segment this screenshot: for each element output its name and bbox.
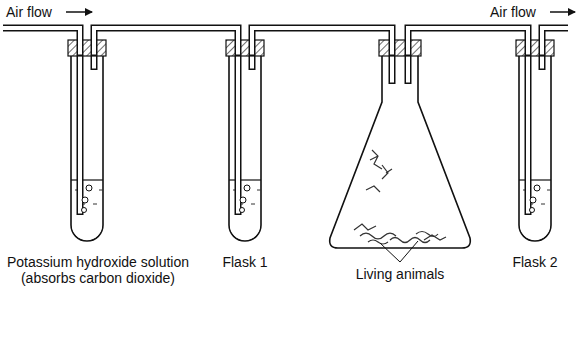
animal-flask: Living animals: [320, 40, 480, 300]
flask-tube: Flask 2: [495, 40, 575, 280]
flow-arrow: [550, 11, 575, 13]
vessel-drawing: [3, 40, 193, 332]
vessel-label: Potassium hydroxide solution (absorbs ca…: [3, 254, 193, 286]
vessel-label: Flask 1: [205, 254, 285, 270]
vessel-drawing: [495, 40, 575, 280]
flow-label: Air flow: [6, 4, 52, 20]
connecting-pipe: [252, 28, 392, 42]
connecting-pipe: [94, 28, 238, 42]
flow-arrow: [66, 11, 92, 13]
vessel-label: Living animals: [320, 266, 480, 282]
flow-label: Air flow: [490, 4, 536, 20]
flask-tube: Flask 1: [205, 40, 285, 280]
connecting-pipe: [408, 28, 528, 42]
vessel-drawing: [205, 40, 285, 280]
vessel-drawing: [320, 40, 480, 300]
koh-tube: Potassium hydroxide solution (absorbs ca…: [3, 40, 193, 332]
vessel-label: Flask 2: [495, 254, 575, 270]
